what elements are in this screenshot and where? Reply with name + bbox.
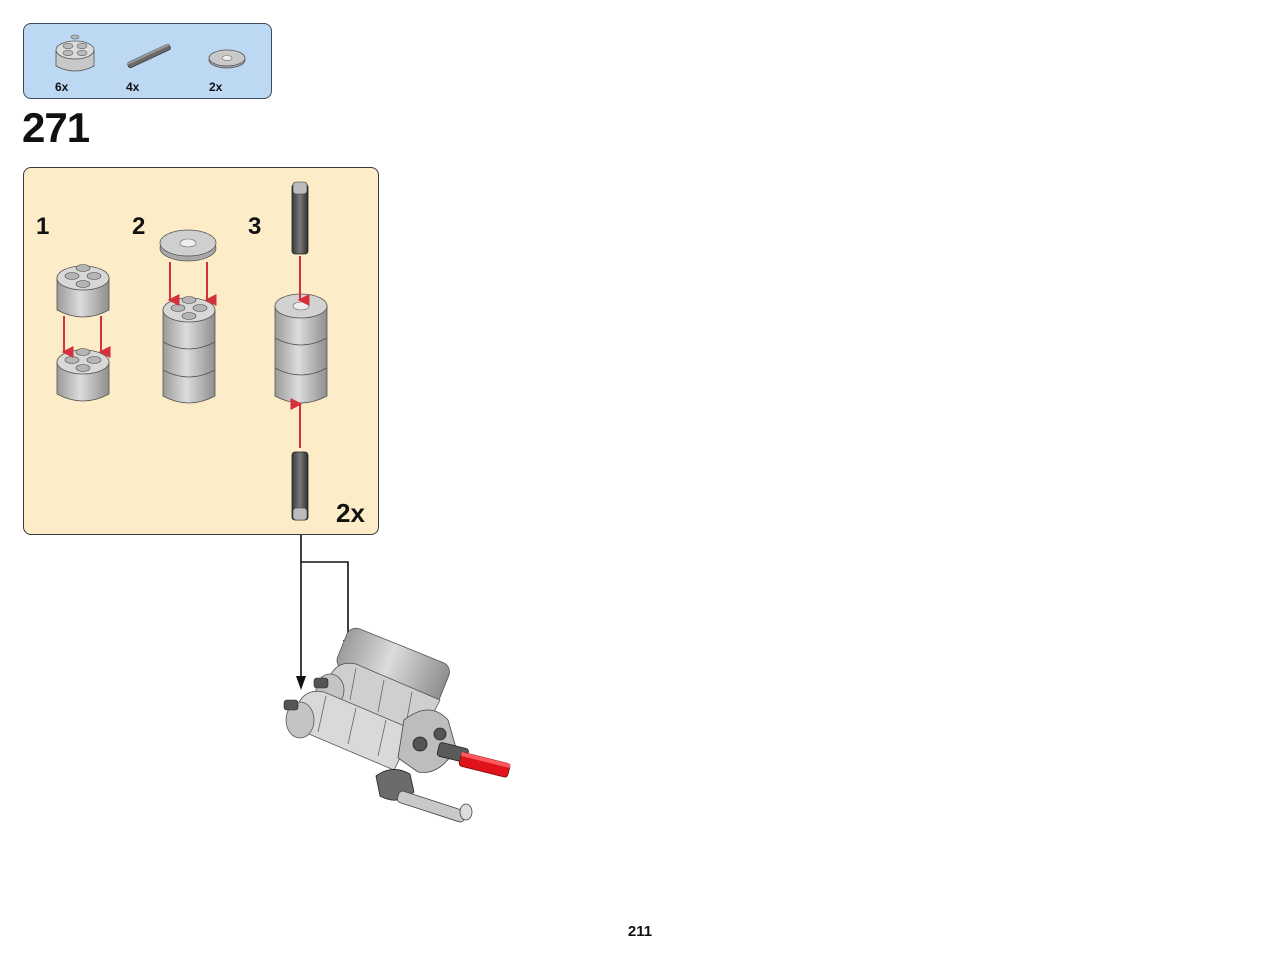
- part-item-round-tile: 2x: [205, 32, 265, 94]
- part-quantity: 6x: [55, 80, 69, 94]
- substep-3-top-axle: [291, 181, 309, 255]
- axle-icon: [126, 43, 171, 69]
- placement-arrowhead: [296, 676, 306, 690]
- substep-3-bottom-axle: [291, 451, 309, 521]
- substep-1-round-brick-top: [56, 264, 110, 318]
- substep-1-round-brick-bottom: [56, 348, 110, 402]
- substep-2-brick-stack: [162, 296, 216, 404]
- part-quantity: 2x: [209, 80, 223, 94]
- placement-arrows: [300, 535, 349, 676]
- part-item-axle: 4x: [122, 32, 182, 94]
- part-quantity: 4x: [126, 80, 140, 94]
- substep-2-round-tile: [159, 229, 217, 262]
- substep-label-1: 1: [36, 213, 50, 240]
- page-number: 211: [627, 923, 653, 940]
- step-number: 271: [22, 104, 90, 151]
- subassembly-multiplier: 2x: [336, 498, 365, 528]
- substep-label-3: 3: [248, 213, 262, 240]
- substep-3-brick-stack: [274, 293, 328, 404]
- round-tile-icon: [208, 49, 246, 69]
- substep-label-2: 2: [132, 213, 146, 240]
- main-model-assembly: [283, 627, 511, 823]
- part-item-round-brick: 6x: [50, 32, 110, 94]
- parts-list: 6x 4x 2x: [23, 23, 272, 99]
- round-brick-2x2-icon: [55, 34, 95, 72]
